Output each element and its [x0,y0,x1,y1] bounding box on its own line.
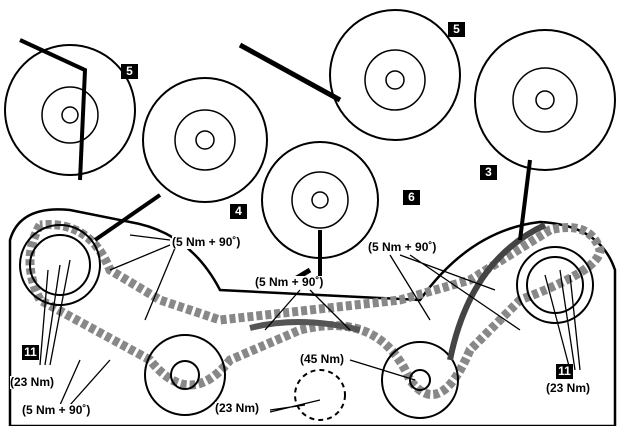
detail-view-4 [329,9,461,141]
torque-label: (45 Nm) [300,352,345,366]
callout-11: 11 [22,345,39,360]
callout-5: 5 [448,22,465,37]
detail-view-1 [4,44,136,176]
callout-5: 5 [121,64,138,79]
torque-label: (5 Nm + 90˚) [255,275,324,289]
torque-label: (5 Nm + 90˚) [368,240,437,254]
intake-sprocket [19,224,101,306]
tensioner-rail [447,222,547,361]
callout-6: 6 [403,190,420,205]
timing-chain [25,220,605,399]
detail-view-5 [474,29,616,171]
exhaust-sprocket [516,246,594,324]
crank-sprocket [381,341,459,419]
callout-11: 11 [556,364,573,379]
detail-view-2 [142,77,268,203]
torque-label: (23 Nm) [546,381,591,395]
torque-label: (23 Nm) [10,375,55,389]
torque-label: (23 Nm) [215,401,260,415]
callout-3: 3 [480,165,497,180]
torque-label: (5 Nm + 90˚) [22,403,91,417]
locking-tool [19,38,88,181]
intermediate-sprocket [144,334,226,416]
torque-label: (5 Nm + 90˚) [172,235,241,249]
callout-4: 4 [230,204,247,219]
